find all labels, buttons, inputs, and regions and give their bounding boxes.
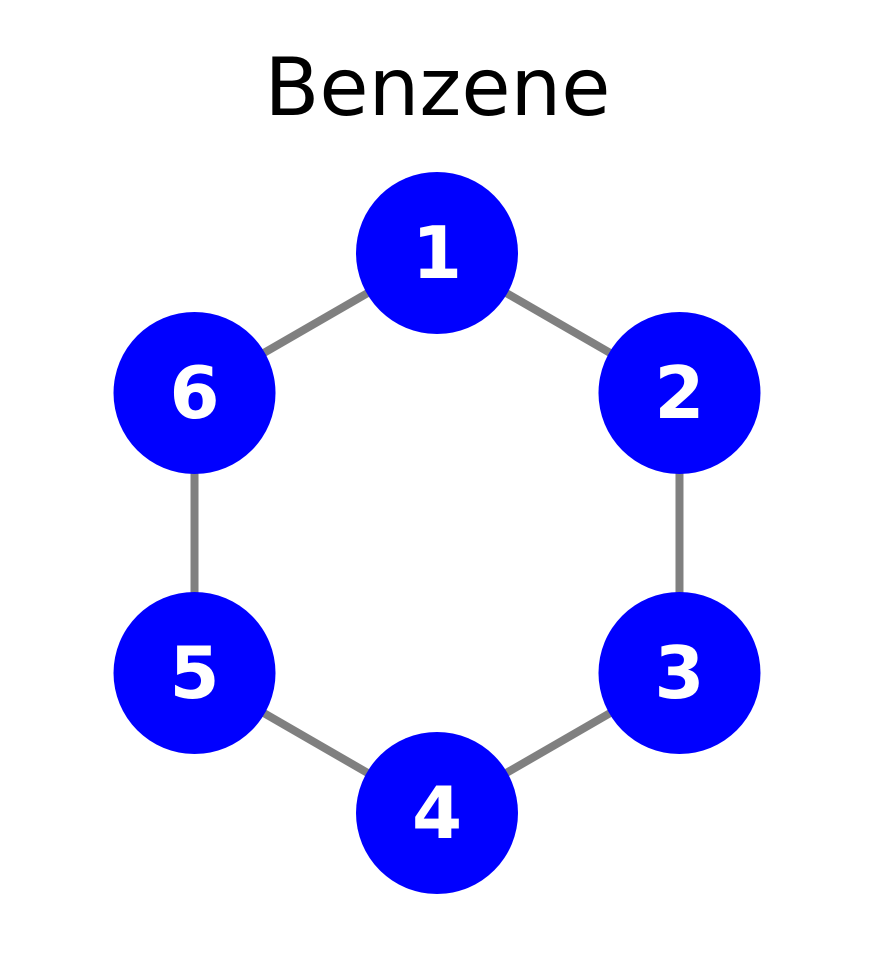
node-1: 1 bbox=[356, 172, 518, 334]
node-label-2: 2 bbox=[654, 351, 704, 435]
node-circle-4 bbox=[356, 732, 518, 894]
edges-layer bbox=[190, 249, 684, 817]
node-label-1: 1 bbox=[412, 211, 462, 295]
diagram-title: Benzene bbox=[264, 41, 611, 134]
node-circle-5 bbox=[113, 592, 276, 754]
node-label-4: 4 bbox=[412, 771, 462, 855]
node-circle-1 bbox=[356, 172, 518, 334]
node-6: 6 bbox=[113, 312, 276, 474]
nodes-layer: 1 2 3 4 5 6 bbox=[113, 172, 761, 894]
node-label-6: 6 bbox=[169, 351, 219, 435]
node-label-3: 3 bbox=[654, 631, 704, 715]
node-circle-6 bbox=[113, 312, 276, 474]
node-label-5: 5 bbox=[169, 631, 219, 715]
node-circle-3 bbox=[598, 592, 761, 754]
node-5: 5 bbox=[113, 592, 276, 754]
node-circle-2 bbox=[598, 312, 761, 474]
node-2: 2 bbox=[598, 312, 761, 474]
node-4: 4 bbox=[356, 732, 518, 894]
node-3: 3 bbox=[598, 592, 761, 754]
